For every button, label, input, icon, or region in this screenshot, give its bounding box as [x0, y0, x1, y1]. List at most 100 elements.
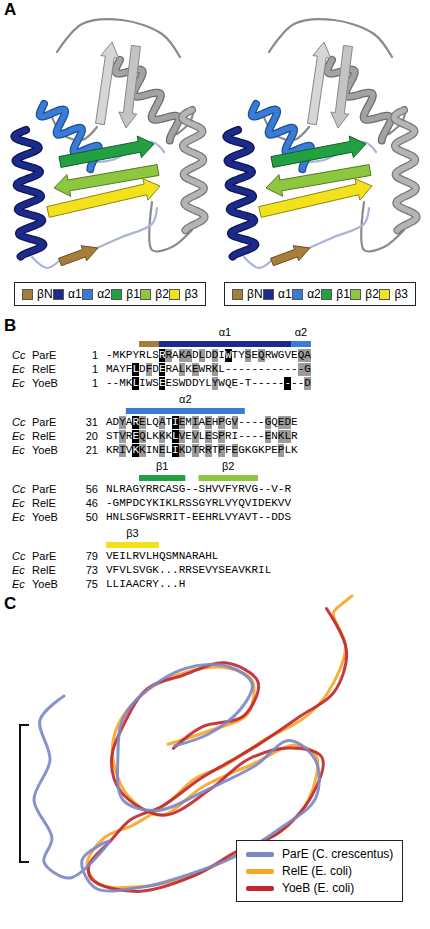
organism-code: Ec — [12, 564, 25, 576]
residue: - — [265, 363, 272, 376]
helix-ribbon — [394, 110, 416, 230]
residue: T — [192, 444, 199, 457]
residue: - — [251, 377, 258, 390]
residue: - — [192, 483, 199, 496]
residue: E — [139, 416, 146, 429]
legend-entry: β2 — [350, 287, 379, 301]
residue: K — [291, 444, 298, 457]
residue: - — [284, 363, 291, 376]
panel-letter: B — [4, 316, 16, 336]
residue: M — [119, 497, 126, 510]
residue: - — [106, 497, 113, 510]
organism-code: Ec — [12, 377, 25, 389]
residue: S — [126, 511, 133, 524]
residue: V — [284, 497, 291, 510]
residue: V — [284, 349, 291, 362]
residue: V — [245, 483, 252, 496]
residue: G — [265, 416, 272, 429]
residue: W — [271, 349, 278, 362]
residue: - — [238, 430, 245, 443]
residue: K — [106, 444, 113, 457]
legend-entry: βN — [232, 287, 263, 301]
residue: R — [179, 497, 186, 510]
structure-bar — [106, 542, 159, 548]
residue: S — [152, 511, 159, 524]
residue: - — [278, 483, 285, 496]
residue: - — [185, 483, 192, 496]
helix-ribbon — [14, 130, 43, 257]
residue: L — [284, 430, 291, 443]
residue: E — [185, 430, 192, 443]
legend-entry: α1 — [263, 287, 292, 301]
residue: - — [251, 430, 258, 443]
residue: E — [192, 363, 199, 376]
residue: D — [139, 363, 146, 376]
residue: - — [265, 483, 272, 496]
residue: E — [159, 377, 166, 390]
residue: R — [152, 483, 159, 496]
residue: V — [192, 430, 199, 443]
residue-number: 46 — [70, 497, 98, 509]
residue: E — [225, 564, 232, 577]
residue: Q — [139, 430, 146, 443]
residue: D — [132, 497, 139, 510]
residue: - — [298, 363, 305, 376]
residue: S — [106, 430, 113, 443]
residue: K — [245, 444, 252, 457]
organism-code: Cc — [12, 550, 25, 562]
residue: M — [185, 416, 192, 429]
residue: E — [205, 416, 212, 429]
residue: Q — [159, 550, 166, 563]
residue-number: 73 — [70, 564, 98, 576]
residue: L — [146, 349, 153, 362]
residue: E — [199, 511, 206, 524]
residue: M — [119, 377, 126, 390]
residue: D — [304, 377, 311, 390]
coil-loop — [309, 208, 369, 248]
organism-code: Cc — [12, 349, 25, 361]
residue: A — [132, 578, 139, 591]
legend-text: β2 — [155, 287, 169, 301]
residue: G — [278, 349, 285, 362]
residue: R — [291, 430, 298, 443]
residue: R — [179, 564, 186, 577]
residue: G — [238, 444, 245, 457]
structure-bar — [139, 475, 185, 481]
residue: K — [258, 444, 265, 457]
residue: R — [165, 363, 172, 376]
residue: L — [284, 444, 291, 457]
residue: L — [126, 550, 133, 563]
legend-text: βN — [37, 287, 53, 301]
residue: - — [271, 377, 278, 390]
residue: P — [126, 349, 133, 362]
residue: R — [165, 511, 172, 524]
legend-swatch — [350, 289, 361, 300]
structure-label: α2 — [295, 326, 307, 338]
residue: L — [146, 416, 153, 429]
organism-code: Ec — [12, 444, 25, 456]
residue: A — [165, 483, 172, 496]
residue: V — [106, 564, 113, 577]
strand-arrow — [119, 45, 141, 128]
residue: L — [146, 550, 153, 563]
structure-label: α1 — [219, 326, 231, 338]
structure-bar — [199, 475, 258, 481]
legend-entry: ParE (C. crescentus) — [246, 847, 393, 861]
residue: A — [106, 416, 113, 429]
structure-bar — [139, 341, 159, 347]
legend-swatch — [246, 886, 274, 891]
legend-text: ParE (C. crescentus) — [282, 847, 393, 861]
residue: Y — [238, 349, 245, 362]
residue: . — [165, 578, 172, 591]
residue: V — [205, 564, 212, 577]
residue-number: 20 — [70, 430, 98, 442]
residue: Q — [225, 377, 232, 390]
residue: Y — [132, 349, 139, 362]
structure-bar — [126, 408, 245, 414]
strand-arrow — [331, 45, 353, 128]
residue: A — [126, 483, 133, 496]
legend-swatch — [321, 289, 332, 300]
residue: I — [192, 416, 199, 429]
legend-text: β1 — [336, 287, 350, 301]
residue: - — [258, 416, 265, 429]
